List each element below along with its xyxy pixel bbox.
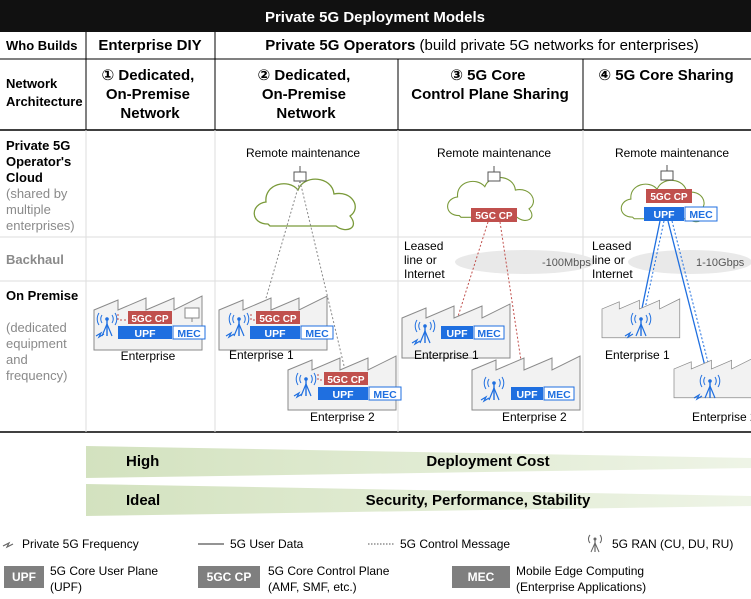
mec-box: MEC (689, 209, 713, 221)
enterprise-2-label: Enterprise 2 (310, 410, 375, 424)
mec-box: MEC (373, 389, 397, 401)
operators-label: Private 5G Operators (build private 5G n… (265, 37, 699, 54)
model-4-title: ④ 5G Core Sharing (598, 67, 733, 84)
network-architecture-label: Network Architecture (6, 76, 83, 109)
legend-frequency: Private 5G Frequency (22, 537, 139, 551)
deployment-cost-bar (86, 446, 751, 478)
cp-box: 5GC CP (131, 314, 169, 325)
model-1-diagram: 5GC CP UPF MEC Enterprise (93, 295, 206, 363)
enterprise-2-label: Enterprise 2 (692, 410, 751, 424)
leased-line-label: Leased line or Internet (592, 239, 635, 281)
enterprise-1-label: Enterprise 1 (605, 348, 670, 362)
mec-box: MEC (477, 328, 501, 340)
upf-legend-label: UPF (12, 570, 36, 584)
model-1-title: ① Dedicated, On-Premise Network (102, 67, 199, 122)
mec-legend-desc: Mobile Edge Computing (Enterprise Applic… (516, 564, 647, 594)
legend-user-data: 5G User Data (230, 537, 304, 551)
backhaul-row-label: Backhaul (6, 252, 64, 267)
on-premise-row-title: On Premise (6, 288, 78, 303)
upf-box: UPF (265, 328, 287, 340)
mec-legend-swatch (452, 566, 510, 588)
legend: Private 5G Frequency 5G User Data 5G Con… (2, 534, 733, 594)
cp-box: 5GC CP (259, 314, 297, 325)
remote-maintenance-label: Remote maintenance (437, 146, 551, 160)
mec-box: MEC (305, 328, 329, 340)
monitor-icon (184, 307, 200, 322)
upf-legend-desc: 5G Core User Plane (UPF) (50, 564, 161, 594)
cp-box: 5GC CP (650, 192, 688, 203)
upf-box: UPF (447, 328, 469, 340)
enterprise-1-label: Enterprise 1 (229, 348, 294, 362)
model-4-diagram: Remote maintenance 5GC CP UPF MEC 1-10Gb… (592, 146, 751, 424)
model-3-title: ③ 5G Core Control Plane Sharing (411, 67, 569, 103)
upf-box: UPF (135, 328, 157, 340)
model-2-diagram: Remote maintenance 5GC CP UPF MEC Enterp… (218, 146, 402, 424)
model-3-diagram: Remote maintenance 5GC CP -100Mbps Lease… (401, 146, 595, 424)
cloud-row-note: (shared by multiple enterprises) (6, 186, 75, 233)
upf-box: UPF (333, 389, 355, 401)
leased-line-label: Leased line or Internet (404, 239, 447, 281)
remote-maintenance-label: Remote maintenance (246, 146, 360, 160)
legend-control-message: 5G Control Message (400, 537, 510, 551)
remote-maintenance-label: Remote maintenance (615, 146, 729, 160)
enterprise-diy-label: Enterprise DIY (98, 37, 201, 54)
upf-box: UPF (654, 209, 676, 221)
bandwidth-label: -100Mbps (542, 257, 591, 269)
cloud-row-title: Private 5G Operator's Cloud (6, 138, 75, 185)
deployment-cost-label: Deployment Cost (426, 453, 549, 470)
cp-box: 5GC CP (475, 211, 513, 222)
frequency-legend-icon (2, 541, 14, 549)
mec-box: MEC (547, 389, 571, 401)
on-premise-row-note: (dedicated equipment and frequency) (6, 320, 70, 383)
mec-legend-label: MEC (468, 570, 495, 584)
diagram-title: Private 5G Deployment Models (265, 9, 485, 26)
upf-legend-swatch (4, 566, 44, 588)
mec-box: MEC (177, 328, 201, 340)
model-2-title: ② Dedicated, On-Premise Network (258, 67, 355, 122)
bandwidth-label: 1-10Gbps (696, 257, 745, 269)
enterprise-2-label: Enterprise 2 (502, 410, 567, 424)
who-builds-label: Who Builds (6, 38, 78, 53)
enterprise-1-label: Enterprise 1 (414, 348, 479, 362)
cp-box: 5GC CP (327, 375, 365, 386)
cost-high-label: High (126, 453, 159, 470)
legend-ran: 5G RAN (CU, DU, RU) (612, 537, 733, 551)
quality-label: Security, Performance, Stability (366, 492, 591, 509)
upf-box: UPF (517, 389, 539, 401)
quality-ideal-label: Ideal (126, 492, 160, 509)
cp-legend-swatch (198, 566, 260, 588)
cp-legend-desc: 5G Core Control Plane (AMF, SMF, etc.) (268, 564, 393, 594)
cp-legend-label: 5GC CP (207, 570, 252, 584)
ran-antenna-icon (588, 534, 602, 553)
title-bar (0, 0, 751, 32)
enterprise-label: Enterprise (121, 349, 176, 363)
quality-bar (86, 484, 751, 516)
